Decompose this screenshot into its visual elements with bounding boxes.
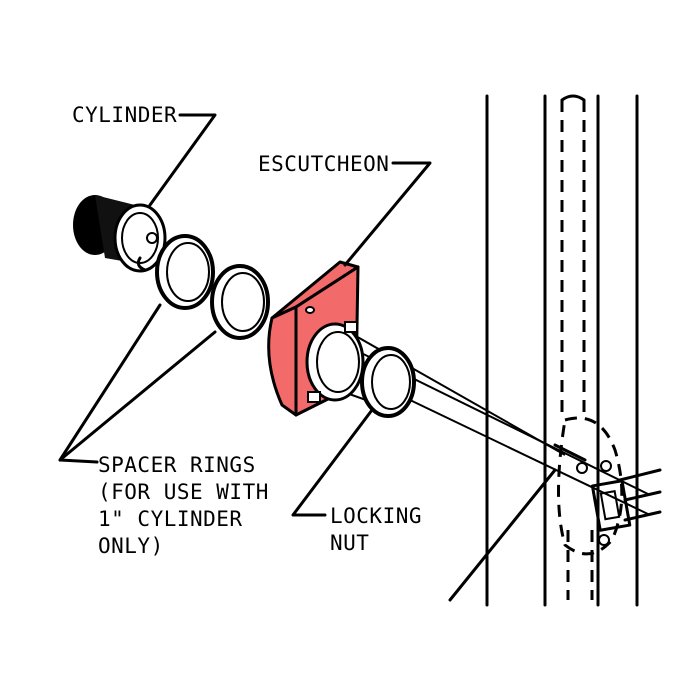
locking-nut-label-line1: LOCKING bbox=[330, 504, 422, 528]
spacer-rings-label-line1: SPACER RINGS bbox=[98, 453, 256, 477]
spacer-ring-2 bbox=[210, 264, 270, 340]
spacer-rings-label-line3: 1" CYLINDER bbox=[98, 507, 243, 531]
locking-nut bbox=[360, 346, 416, 418]
door-frame bbox=[485, 94, 639, 607]
spacer-rings-label-line4: ONLY) bbox=[98, 534, 164, 558]
spacer-ring-1 bbox=[155, 234, 215, 310]
leader-lines bbox=[58, 113, 432, 517]
spacer-rings-label-line2: (FOR USE WITH bbox=[98, 480, 269, 504]
cylinder bbox=[73, 195, 167, 273]
escutcheon bbox=[267, 260, 365, 417]
locking-nut-label-line2: NUT bbox=[330, 531, 369, 555]
cylinder-label: CYLINDER bbox=[72, 103, 177, 127]
escutcheon-label: ESCUTCHEON bbox=[258, 152, 389, 176]
lock-body-in-door bbox=[448, 416, 662, 602]
